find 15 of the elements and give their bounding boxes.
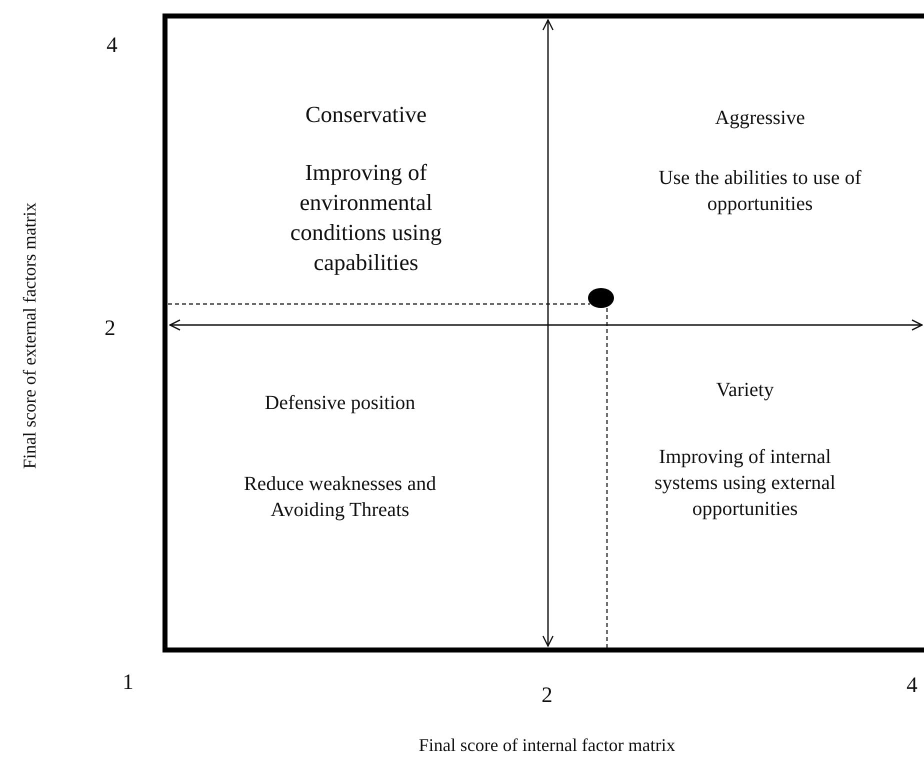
- quadrant-title: Defensive position: [264, 391, 416, 416]
- quadrant-title: Aggressive: [714, 106, 806, 131]
- tick-label: 4: [906, 670, 918, 698]
- tick-label: 1: [122, 668, 134, 696]
- axis-title: Final score of internal factor matrix: [418, 734, 676, 756]
- tick-label: 2: [540, 680, 554, 708]
- tick-label: 4: [106, 30, 118, 58]
- quadrant-description: Use the abilities to use of opportunities: [658, 166, 862, 217]
- quadrant-description: Improving of internal systems using external opportunities: [653, 445, 837, 522]
- axis-title: Final score of external factors matrix: [18, 201, 40, 470]
- quadrant-title: Conservative: [304, 101, 428, 129]
- quadrant-title: Variety: [715, 378, 775, 403]
- quadrant-description: Improving of environmental conditions using capabilities: [289, 159, 443, 277]
- quadrant-description: Reduce weaknesses and Avoiding Threats: [242, 472, 438, 523]
- tick-label: 2: [104, 314, 116, 342]
